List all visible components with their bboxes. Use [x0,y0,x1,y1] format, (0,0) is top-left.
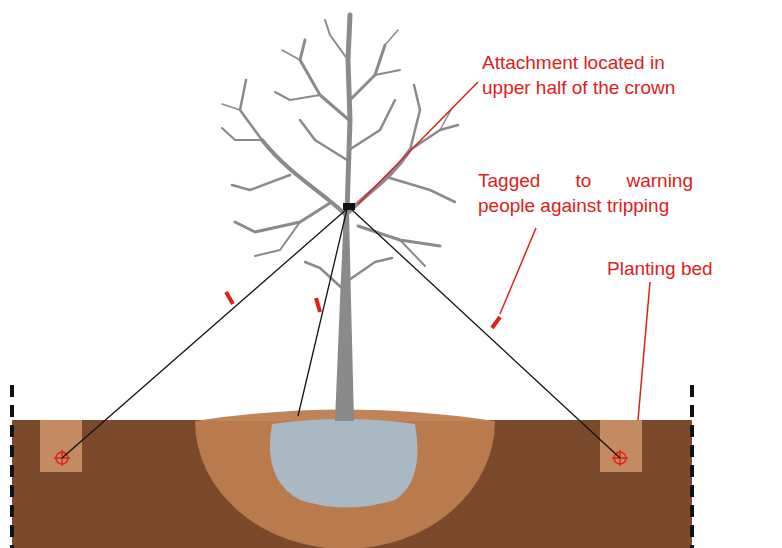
attachment-collar [343,203,355,210]
callout-text: Tagged to warning people against trippin… [478,168,693,218]
guy-wire [62,208,620,458]
anchor-symbol [54,450,628,466]
callout-text: Attachment located in upper half of the … [482,50,707,100]
tree-trunk [335,210,354,421]
callout-text: Planting bed [607,256,767,281]
soil [12,420,692,548]
tree-crown [222,15,458,290]
warning-tag [226,292,500,328]
leader-line [358,82,650,420]
root-ball [270,419,418,508]
